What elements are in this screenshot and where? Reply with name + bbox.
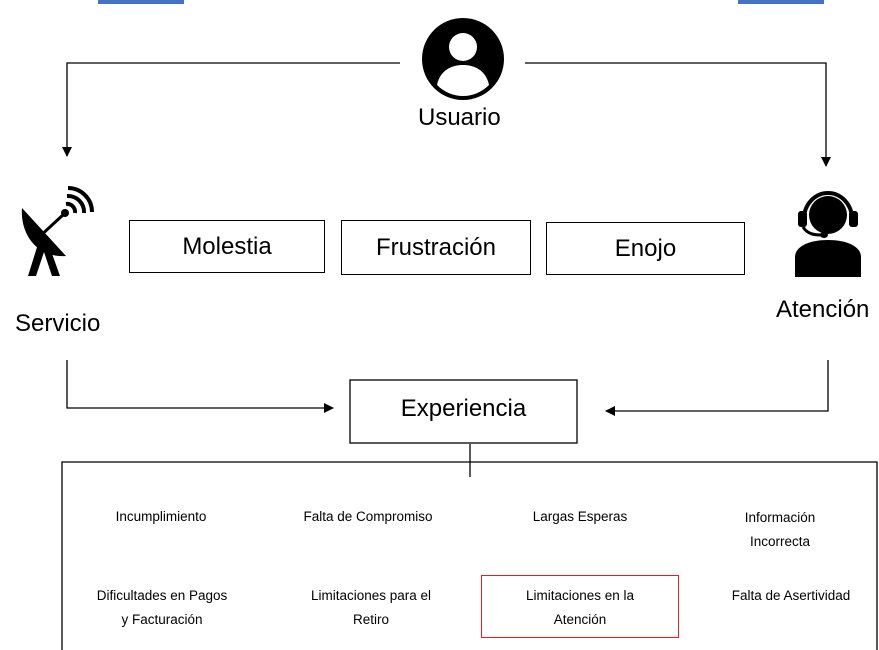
emotion-enojo: Enojo: [546, 222, 745, 275]
factor-dificultades-en-pagos: Dificultades en Pagos y Facturación: [96, 588, 228, 627]
arrow-atencion-to-experiencia: [605, 360, 829, 416]
user-circle-icon: [422, 18, 504, 100]
factor-falta-de-compromiso: Falta de Compromiso: [303, 509, 433, 524]
arrow-servicio-to-experiencia: [66, 360, 334, 413]
title-fragment-right: [738, 0, 824, 4]
usuario-label: Usuario: [418, 104, 501, 131]
arrow-usuario-to-atencion: [525, 62, 831, 167]
headset-agent-icon: [795, 191, 861, 277]
experiencia-label: Experiencia: [400, 395, 527, 422]
servicio-label: Servicio: [15, 310, 101, 337]
factor-largas-esperas: Largas Esperas: [532, 509, 628, 524]
factor-informacion-incorrecta: Información Incorrecta: [744, 510, 816, 549]
atencion-label: Atención: [776, 296, 870, 323]
highlight-box: [481, 575, 679, 638]
factor-falta-de-asertividad: Falta de Asertividad: [731, 588, 851, 603]
arrow-usuario-to-servicio: [62, 62, 400, 157]
emotion-molestia: Molestia: [129, 220, 325, 273]
satellite-dish-icon: [21, 186, 94, 276]
emotion-frustracion: Frustración: [341, 220, 531, 275]
title-fragment-left: [98, 0, 184, 4]
experiencia-box: [349, 379, 578, 444]
factor-limitaciones-para-el-retiro: Limitaciones para el Retiro: [310, 588, 432, 627]
factor-limitaciones-en-la-atencion: Limitaciones en la Atención: [525, 588, 635, 627]
factor-incumplimiento: Incumplimiento: [115, 509, 207, 524]
factors-frame: [61, 461, 878, 650]
